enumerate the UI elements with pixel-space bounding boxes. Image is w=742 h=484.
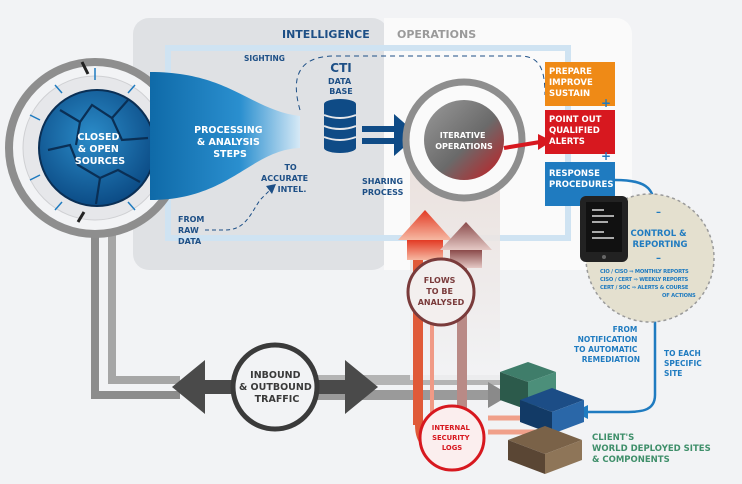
client-sites-icon: [500, 362, 584, 474]
from-raw-label: FROM RAW DATA: [178, 215, 207, 246]
globe-label: CLOSED & OPEN SOURCES: [75, 132, 125, 167]
plus-icon-2: +: [601, 149, 611, 163]
cti-title: CTI: [330, 61, 351, 75]
cti-sub: DATA BASE: [328, 77, 354, 96]
prepare-box: [545, 62, 615, 106]
red-up-arrow: [398, 210, 452, 240]
flows-label: FLOWS TO BE ANALYSED: [418, 276, 465, 307]
database-icon: [323, 99, 357, 153]
processing-funnel: [150, 72, 300, 200]
control-lines: CIO / CISO ⇒ MONTHLY REPORTS CISO / CERT…: [600, 269, 696, 299]
internal-logs-label: INTERNAL SECURITY LOGS: [432, 424, 472, 452]
traffic-circle: [230, 342, 320, 432]
raw-data-path: [205, 187, 273, 231]
left-traffic-arrow: [172, 360, 205, 414]
svg-text:POINT OUT QUALIFIED AL: POINT OUT QUALIFIED ALERTS: [549, 115, 604, 147]
sharing-label: SHARING PROCESS: [362, 177, 406, 197]
globe-cracks: [47, 99, 149, 205]
iterative-label: ITERATIVE OPERATIONS: [435, 131, 493, 151]
outer-loop-line: [91, 225, 180, 399]
point-out-box: [545, 110, 615, 154]
to-accurate-label: TO ACCURATE INTEL.: [261, 163, 311, 194]
remediation-path: [585, 300, 657, 414]
client-label: CLIENT'S WORLD DEPLOYED SITES & COMPONEN…: [592, 433, 714, 465]
each-site-label: TO EACH SPECIFIC SITE: [664, 349, 704, 378]
outer-loop-line-inner: [108, 225, 180, 384]
svg-text:–: –: [656, 253, 661, 264]
iterative-core: [424, 100, 504, 180]
control-title: CONTROL & REPORTING: [631, 229, 690, 250]
sighting-label: SIGHTING: [244, 54, 285, 63]
svg-text:PREPARE IMPROVE SUSTAI: PREPARE IMPROVE SUSTAIN: [549, 67, 596, 99]
operations-header: OPERATIONS: [397, 28, 476, 41]
notification-label: FROM NOTIFICATION TO AUTOMATIC REMEDIATI…: [574, 325, 640, 364]
brown-up-arrow: [440, 222, 492, 250]
flows-circle: [406, 257, 476, 327]
intelligence-header: INTELLIGENCE: [282, 28, 370, 41]
internal-logs-circle: [418, 404, 486, 472]
traffic-label: INBOUND & OUTBOUND TRAFFIC: [239, 370, 315, 405]
svg-text:RESPONSE PROCEDURES: RESPONSE PROCEDURES: [549, 169, 613, 190]
plus-icon: +: [601, 96, 611, 110]
report-tablet-icon: [580, 196, 628, 262]
processing-label: PROCESSING & ANALYSIS STEPS: [194, 125, 266, 160]
svg-text:–: –: [656, 207, 661, 218]
right-traffic-arrow: [345, 360, 378, 414]
globe-ticks: [29, 68, 161, 211]
